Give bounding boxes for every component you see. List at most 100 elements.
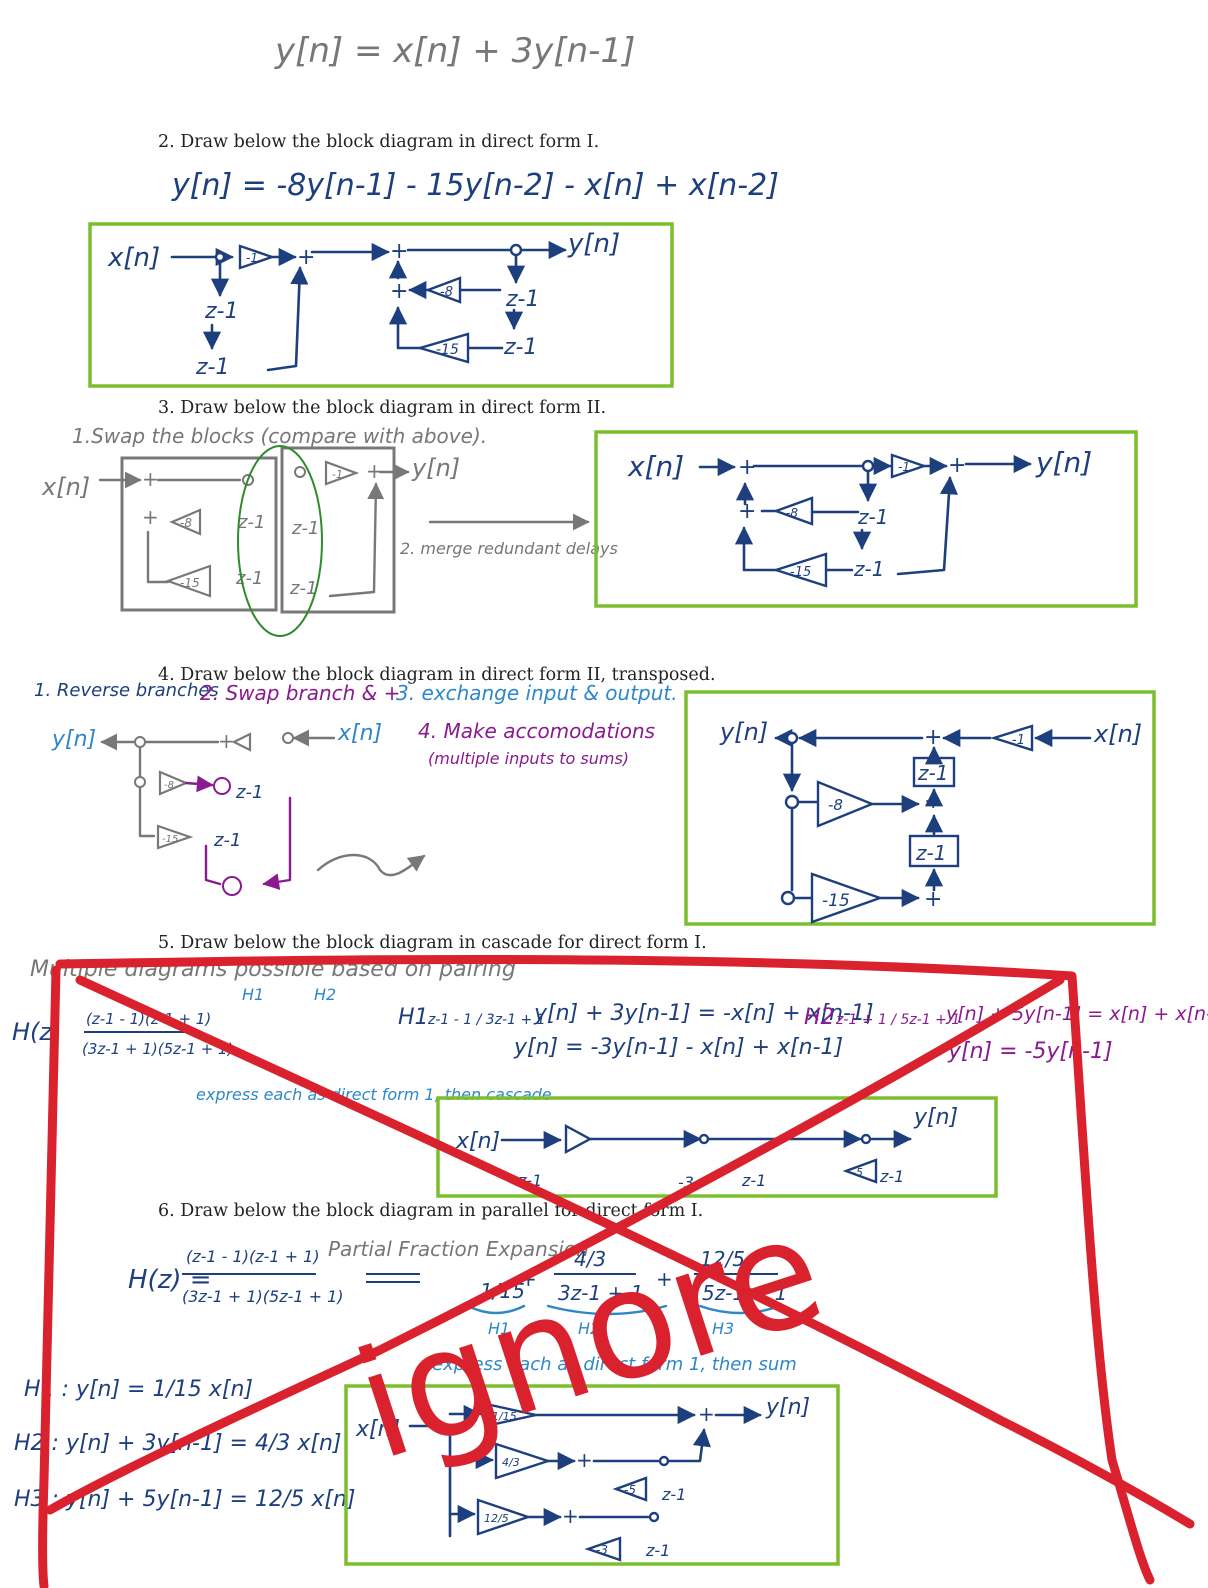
q3-work-gain-b (169, 508, 202, 536)
q5-h2-label: H2 (804, 1005, 835, 1030)
q4-work-output: y[n] (51, 727, 96, 752)
q3-output-label: y[n] (1035, 446, 1092, 479)
q6-under-1: H1 (488, 1319, 510, 1338)
q2-delay-1: z-1 (204, 299, 238, 324)
svg-text:-15: -15 (790, 565, 811, 580)
overlay-cross-stroke-2 (45, 975, 1065, 1515)
q4-answer-box (684, 690, 1156, 926)
q5-block-diagram: x[n] z-1 y[n] z-1 -5 z-1 -3 (455, 1105, 958, 1192)
svg-text:-8: -8 (828, 796, 843, 814)
q6-h-label: H(z) = (128, 1265, 212, 1295)
svg-text:+: + (390, 279, 408, 304)
q4-block-diagram: y[n] + -1 x[n] z-1 + -8 z-1 + -15 (719, 718, 1142, 924)
svg-text:z-1: z-1 (915, 841, 946, 865)
svg-text:+: + (924, 887, 942, 912)
q6-output-label: y[n] (765, 1395, 810, 1420)
q5-output-label: y[n] (913, 1105, 958, 1130)
q6-term2-den: 3z-1 + 1 (558, 1281, 643, 1305)
svg-text:-1: -1 (332, 468, 343, 481)
svg-text:+: + (297, 245, 315, 270)
overlay-frame-stroke (55, 954, 1155, 1585)
q4-step4: 4. Make accomodations (418, 719, 655, 743)
q6-hint: express each as direct form 1, then sum (432, 1354, 797, 1375)
svg-text:z-1: z-1 (213, 830, 241, 851)
svg-text:+: + (142, 467, 159, 491)
svg-text:12/5: 12/5 (484, 1512, 509, 1525)
q6-input-label: x[n] (355, 1417, 400, 1442)
q3-work-box-1 (120, 456, 278, 612)
svg-text:+: + (948, 453, 966, 478)
svg-text:+: + (366, 459, 383, 483)
q3-work-gain-c (164, 564, 212, 598)
svg-text:+: + (390, 239, 408, 264)
svg-text:+: + (656, 1267, 673, 1291)
q3-step2: 2. merge redundant delays (400, 539, 618, 558)
svg-text:+: + (576, 1448, 593, 1472)
q4-gain-triangle-c (810, 872, 884, 924)
svg-text:1/15: 1/15 (492, 1410, 517, 1423)
svg-text:(3z-1 + 1)(5z-1 + 1): (3z-1 + 1)(5z-1 + 1) (182, 1287, 344, 1306)
q2-output-label: y[n] (567, 229, 620, 259)
q2-gain-b-label: -8 (440, 285, 453, 300)
q2-input-label: x[n] (107, 243, 160, 273)
q6-gain-5 (584, 1536, 622, 1562)
q4-working-diagram: y[n] + x[n] -8 z-1 -15 z-1 (51, 721, 426, 896)
q4-output-label: y[n] (719, 718, 768, 746)
svg-text:(z-1 - 1)(z-1 + 1): (z-1 - 1)(z-1 + 1) (186, 1247, 320, 1266)
q5-hint: express each as direct form 1, then casc… (196, 1085, 552, 1104)
q3-work-box-2 (280, 446, 396, 614)
q2-delay-3: z-1 (505, 287, 539, 312)
svg-text:z-1: z-1 (289, 578, 317, 599)
q2-gain-triangle-a (238, 244, 276, 270)
q5-prompt: 5. Draw below the block diagram in casca… (158, 933, 707, 953)
q6-gain-4 (612, 1476, 648, 1502)
q6-gain-1 (484, 1402, 537, 1428)
svg-text:z-1: z-1 (857, 505, 888, 529)
q2-delay-4: z-1 (503, 335, 537, 360)
q3-gain-triangle-c (772, 552, 828, 588)
svg-text:z-1: z-1 (917, 761, 948, 785)
svg-text:z-1: z-1 (235, 782, 263, 803)
q3-merge-ellipse (237, 445, 323, 637)
svg-text:z-1: z-1 (291, 518, 319, 539)
svg-text:z-1: z-1 (879, 1167, 904, 1186)
q2-block-diagram: x[n] -1 + + y[n] z-1 z-1 + z-1 -8 z-1 -1… (107, 229, 620, 380)
svg-text:z-1: z-1 (853, 557, 884, 581)
q5-h1-over: H1 (242, 985, 264, 1004)
overlay-left-stroke (38, 965, 61, 1588)
q4-delay-box-2 (908, 834, 960, 868)
svg-text:-1: -1 (1012, 733, 1025, 748)
top-equation: y[n] = x[n] + 3y[n-1] (274, 31, 635, 71)
q5-h1-rec: y[n] = -3y[n-1] - x[n] + x[n-1] (513, 1035, 843, 1060)
q4-work-input: x[n] (337, 721, 382, 746)
svg-text:z-1: z-1 (237, 512, 265, 533)
q6-gain-2 (494, 1442, 552, 1480)
svg-text:+: + (218, 729, 235, 753)
svg-text:-8: -8 (180, 516, 192, 530)
q5-h1-frac: z-1 - 1 / 3z-1 + 1 (427, 1012, 546, 1028)
q4-input-label: x[n] (1093, 720, 1142, 748)
q4-gain-triangle-b (816, 780, 876, 828)
svg-text:+: + (698, 1402, 715, 1426)
q5-h1-label: H1 (398, 1005, 429, 1030)
q4-prompt: 4. Draw below the block diagram in direc… (158, 665, 716, 685)
q5-h2-rec: y[n] = -5y[n-1] (947, 1039, 1113, 1064)
q2-gain-a-label: -1 (246, 251, 258, 265)
q3-work-output: y[n] (411, 454, 460, 482)
svg-text:-15: -15 (162, 834, 178, 845)
q4-step1: 1. Reverse branches (34, 680, 219, 701)
q5-h2-frac: z-1 + 1 / 5z-1 + 1 (835, 1012, 960, 1028)
svg-text:-8: -8 (786, 506, 798, 520)
q5-input-label: x[n] (455, 1129, 500, 1154)
q2-gain-c-label: -15 (436, 342, 459, 358)
q6-block-diagram: x[n] 1/15 + y[n] 4/3 + -5 z-1 12/5 + -3 … (355, 1395, 810, 1562)
svg-text:-8: -8 (164, 780, 174, 791)
svg-text:z-1: z-1 (661, 1485, 686, 1504)
q2-gain-triangle-c (415, 332, 470, 364)
q4-step3: 3. exchange input & output. (396, 681, 678, 705)
q6-under-2: H2 (578, 1319, 600, 1338)
q3-input-label: x[n] (627, 450, 684, 483)
q3-prompt: 3. Draw below the block diagram in direc… (158, 398, 606, 418)
q2-equation: y[n] = -8y[n-1] - 15y[n-2] - x[n] + x[n-… (171, 168, 779, 203)
